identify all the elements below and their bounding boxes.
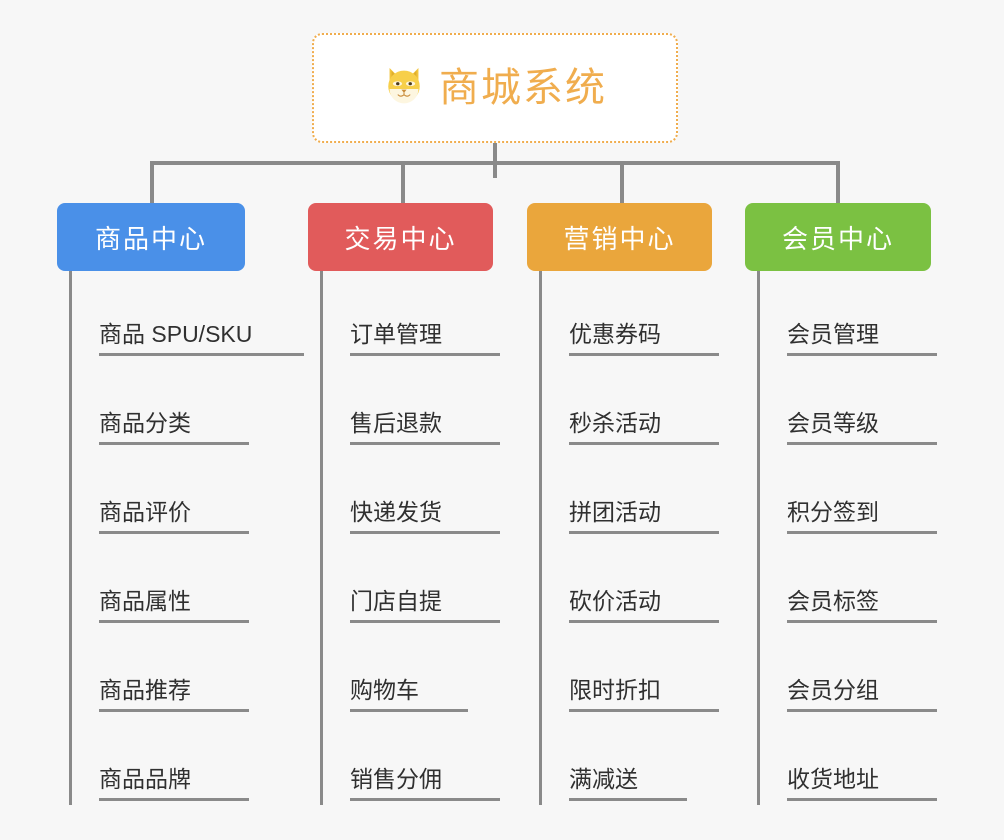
list-item[interactable]: 会员等级 [757,360,937,449]
leaf-list-product-center: 商品 SPU/SKU 商品分类 商品评价 商品属性 商品推荐 商品品牌 [57,271,304,805]
leaf-label: 购物车 [350,677,468,712]
branch-label: 交易中心 [344,223,457,254]
leaf-label: 商品推荐 [99,677,249,712]
list-item[interactable]: 砍价活动 [539,538,719,627]
list-item[interactable]: 满减送 [539,716,712,805]
list-item[interactable]: 门店自提 [320,538,500,627]
connector-root-stem [493,143,497,178]
leaf-list-member-center: 会员管理 会员等级 积分签到 会员标签 会员分组 收货地址 [745,271,937,805]
list-item[interactable]: 秒杀活动 [539,360,719,449]
list-item[interactable]: 商品分类 [69,360,249,449]
branch-member-center: 会员中心 会员管理 会员等级 积分签到 会员标签 会员分组 收货地址 [745,203,937,805]
list-item[interactable]: 快递发货 [320,449,500,538]
connector-spine [69,271,72,805]
list-item[interactable]: 会员标签 [757,538,937,627]
leaf-label: 商品 SPU/SKU [99,321,304,356]
connector-spine [320,271,323,805]
leaf-label: 商品分类 [99,410,249,445]
leaf-list-trade-center: 订单管理 售后退款 快递发货 门店自提 购物车 销售分佣 [308,271,500,805]
list-item[interactable]: 会员分组 [757,627,937,716]
leaf-label: 销售分佣 [350,766,500,801]
leaf-label: 商品评价 [99,499,249,534]
branch-header-member-center[interactable]: 会员中心 [745,203,931,271]
list-item[interactable]: 商品评价 [69,449,249,538]
leaf-list-marketing-center: 优惠券码 秒杀活动 拼团活动 砍价活动 限时折扣 满减送 [527,271,719,805]
list-item[interactable]: 会员管理 [757,271,937,360]
leaf-label: 收货地址 [787,766,937,801]
leaf-label: 会员等级 [787,410,937,445]
leaf-label: 快递发货 [350,499,500,534]
shiba-dog-face-icon [383,64,425,113]
leaf-label: 拼团活动 [569,499,719,534]
branch-header-marketing-center[interactable]: 营销中心 [527,203,712,271]
leaf-label: 商品属性 [99,588,249,623]
branch-header-trade-center[interactable]: 交易中心 [308,203,493,271]
list-item[interactable]: 限时折扣 [539,627,719,716]
connector-drop-trade-center [401,161,405,203]
connector-drop-marketing-center [620,161,624,203]
branch-label: 会员中心 [781,223,894,254]
leaf-label: 限时折扣 [569,677,719,712]
leaf-label: 积分签到 [787,499,937,534]
leaf-label: 秒杀活动 [569,410,719,445]
branch-header-product-center[interactable]: 商品中心 [57,203,245,271]
root-node[interactable]: 商城系统 [312,33,678,143]
list-item[interactable]: 订单管理 [320,271,500,360]
branch-marketing-center: 营销中心 优惠券码 秒杀活动 拼团活动 砍价活动 限时折扣 满减送 [527,203,719,805]
connector-horizontal-bus [150,161,840,165]
branch-label: 商品中心 [94,223,207,254]
branch-product-center: 商品中心 商品 SPU/SKU 商品分类 商品评价 商品属性 商品推荐 商品品牌 [57,203,304,805]
leaf-label: 满减送 [569,766,687,801]
leaf-label: 会员分组 [787,677,937,712]
connector-spine [757,271,760,805]
list-item[interactable]: 购物车 [320,627,493,716]
branch-label: 营销中心 [563,223,676,254]
root-title: 商城系统 [439,66,607,110]
connector-drop-product-center [150,161,154,203]
list-item[interactable]: 售后退款 [320,360,500,449]
list-item[interactable]: 积分签到 [757,449,937,538]
list-item[interactable]: 商品 SPU/SKU [69,271,304,360]
list-item[interactable]: 拼团活动 [539,449,719,538]
list-item[interactable]: 商品推荐 [69,627,249,716]
leaf-label: 门店自提 [350,588,500,623]
leaf-label: 砍价活动 [569,588,719,623]
connector-drop-member-center [836,161,840,203]
leaf-label: 优惠券码 [569,321,719,356]
leaf-label: 会员标签 [787,588,937,623]
leaf-label: 订单管理 [350,321,500,356]
list-item[interactable]: 商品品牌 [69,716,249,805]
leaf-label: 售后退款 [350,410,500,445]
list-item[interactable]: 商品属性 [69,538,249,627]
list-item[interactable]: 销售分佣 [320,716,500,805]
list-item[interactable]: 优惠券码 [539,271,719,360]
leaf-label: 会员管理 [787,321,937,356]
branch-trade-center: 交易中心 订单管理 售后退款 快递发货 门店自提 购物车 销售分佣 [308,203,500,805]
connector-spine [539,271,542,805]
leaf-label: 商品品牌 [99,766,249,801]
list-item[interactable]: 收货地址 [757,716,937,805]
